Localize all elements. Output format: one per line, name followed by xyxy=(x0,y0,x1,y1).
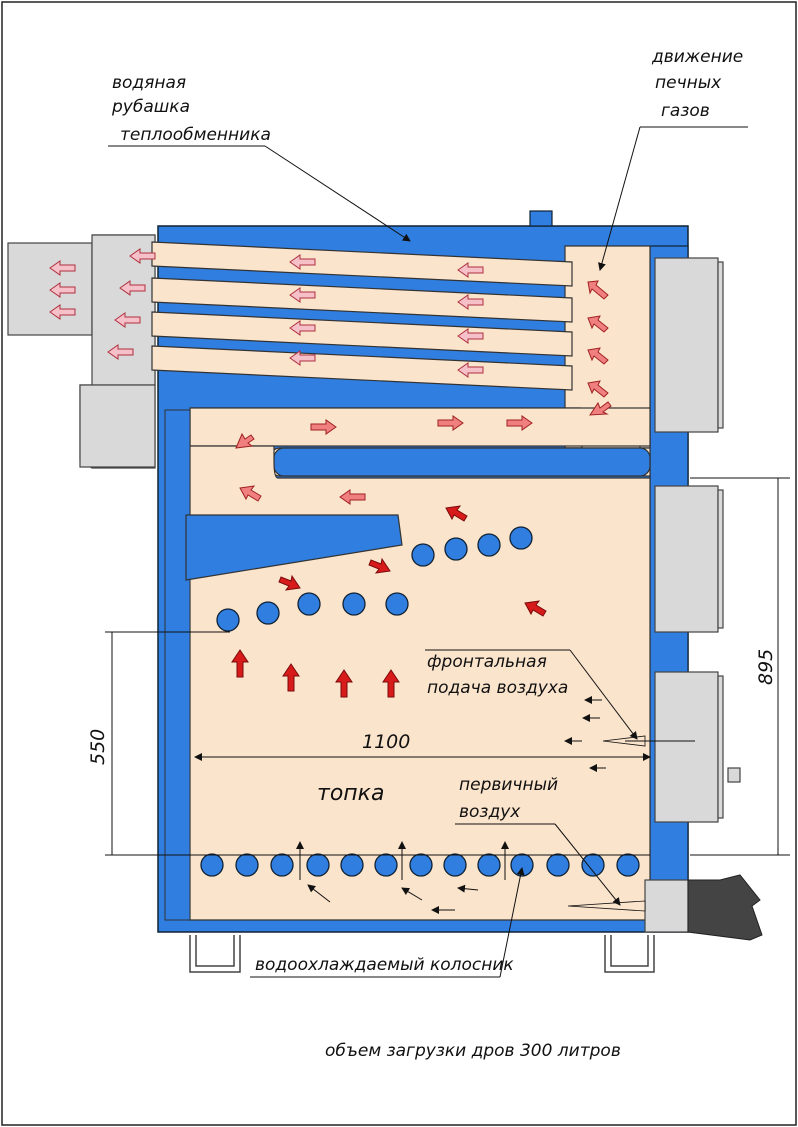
label-front-air-2: подача воздуха xyxy=(427,678,568,698)
exhaust-arrows xyxy=(49,248,484,378)
dim-height-firebox: 550 xyxy=(87,729,109,765)
dim-height-total: 895 xyxy=(755,649,777,685)
label-water-jacket-2: рубашка xyxy=(111,97,190,117)
dimension-lines xyxy=(105,477,790,856)
label-gas-movement-3: газов xyxy=(661,101,710,121)
ash-door-handle xyxy=(687,874,763,941)
flue-gas-arrows xyxy=(235,280,612,505)
water-nozzle xyxy=(529,210,553,227)
label-gas-movement-1: движение xyxy=(651,47,743,67)
label-front-air-1: фронтальная xyxy=(427,652,547,672)
air-arrows xyxy=(296,696,606,914)
label-load-volume: объем загрузки дров 300 литров xyxy=(325,1041,621,1061)
label-gas-movement-2: печных xyxy=(655,73,722,93)
label-firebox: топка xyxy=(317,781,384,806)
label-primary-air-2: воздух xyxy=(459,802,521,822)
grate-tubes xyxy=(200,853,640,877)
label-water-jacket-3: теплообменника xyxy=(120,125,271,145)
flue-outlet xyxy=(7,234,156,469)
legs xyxy=(189,935,655,973)
baffle xyxy=(185,514,403,581)
fire-tubes xyxy=(151,241,573,391)
leader-lines xyxy=(108,126,748,978)
label-primary-air-1: первичный xyxy=(459,775,558,795)
water-tubes xyxy=(216,526,533,632)
front-doors xyxy=(644,257,741,933)
flame-arrows xyxy=(231,505,547,698)
dim-width: 1100 xyxy=(362,731,410,753)
label-water-jacket-1: водяная xyxy=(112,73,186,93)
label-grate: водоохлаждаемый колосник xyxy=(255,955,514,975)
